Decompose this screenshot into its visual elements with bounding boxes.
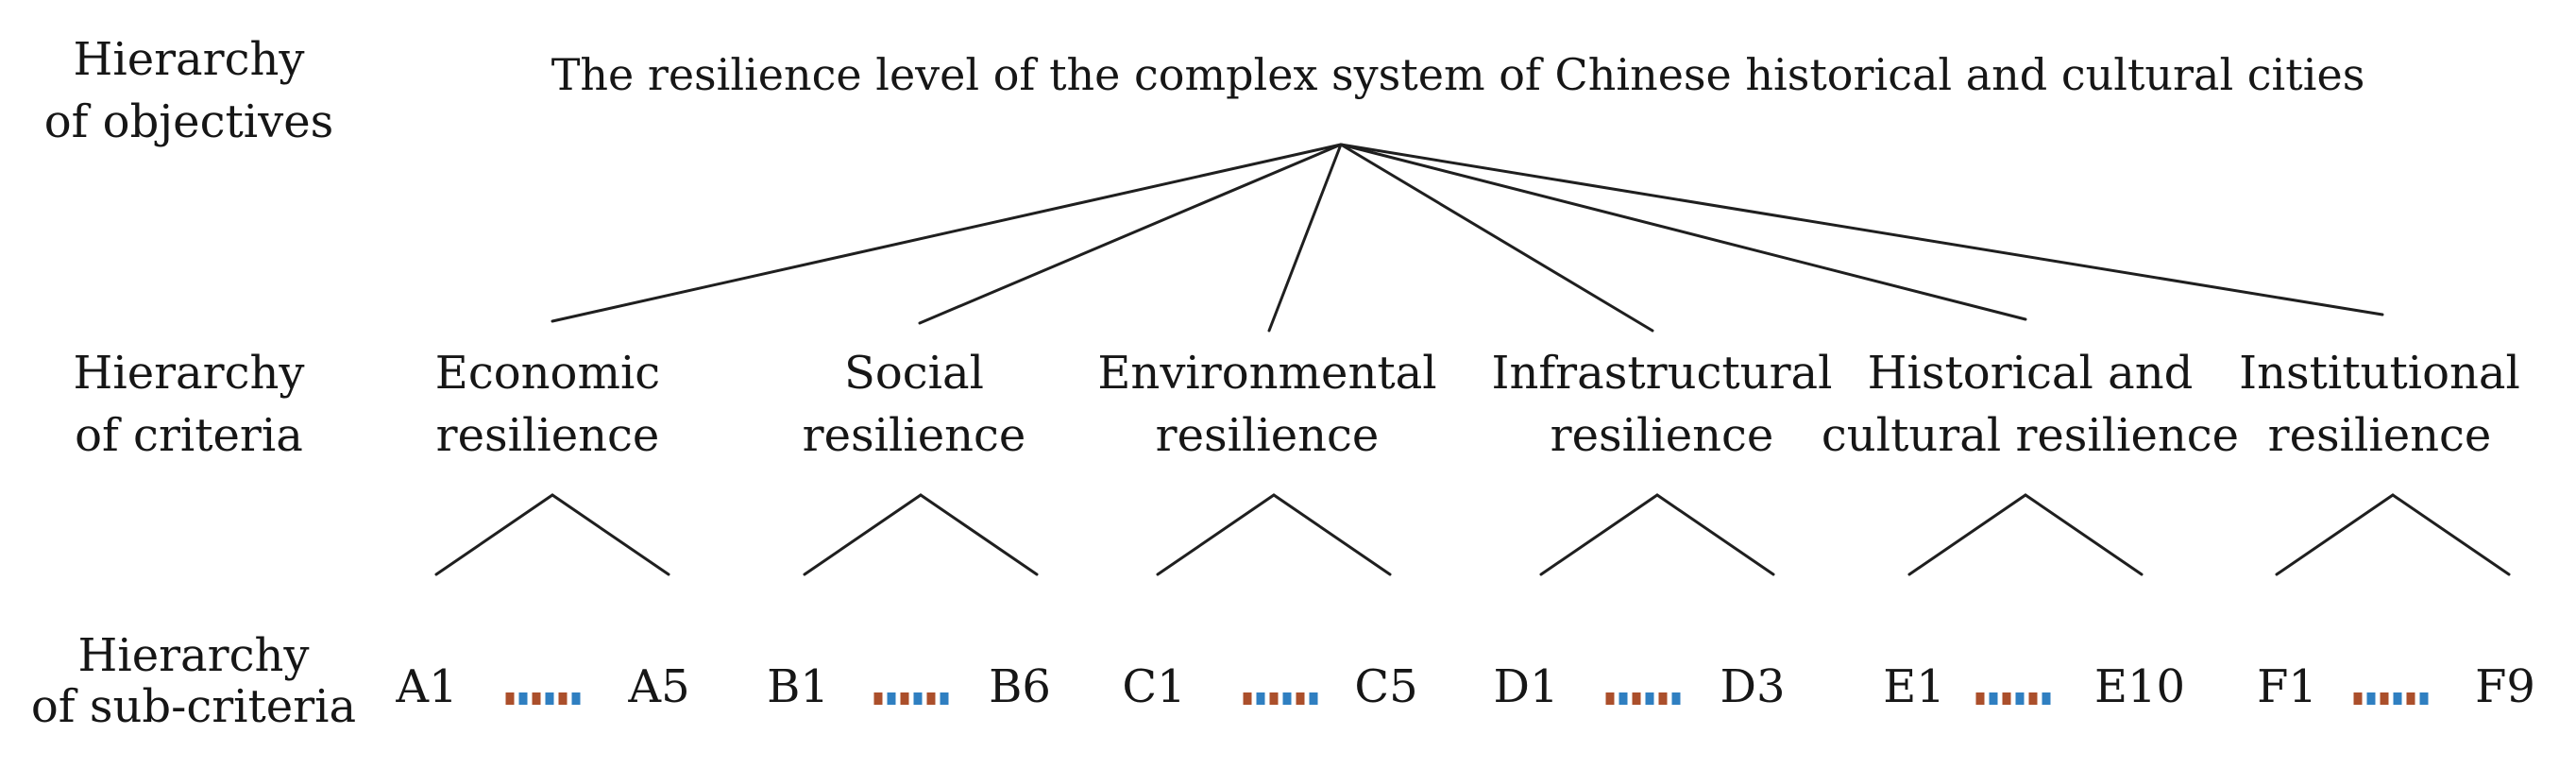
row-label-objectives-line1: Hierarchy — [73, 33, 305, 86]
subcriteria-last-e: E10 — [2093, 660, 2186, 713]
row-label-objectives-line2: of objectives — [43, 95, 334, 148]
criterion-label-line2: resilience — [1550, 409, 1774, 462]
subcriteria-last-a: A5 — [628, 660, 690, 713]
subcriteria-last-d: D3 — [1720, 660, 1786, 713]
criterion-label-line2: cultural resilience — [1821, 409, 2240, 462]
row-label-sub-criteria-line2: of sub-criteria — [30, 680, 357, 733]
row-label-criteria-line2: of criteria — [75, 409, 303, 462]
criterion-social: Social resilience — [803, 342, 1026, 467]
criterion-label-line1: Historical and — [1867, 347, 2194, 400]
ellipsis-dots-a — [505, 692, 581, 705]
criterion-label-line2: resilience — [435, 409, 660, 462]
chevron-social — [803, 493, 1039, 576]
ellipsis-dots-e — [1975, 692, 2051, 705]
criterion-label-line2: resilience — [802, 409, 1026, 462]
row-label-sub-criteria-line1: Hierarchy — [77, 629, 310, 682]
criterion-infrastructural: Infrastructural resilience — [1492, 342, 1833, 467]
chevron-infrastructural — [1539, 493, 1775, 576]
criterion-label-line1: Economic — [434, 347, 661, 400]
row-label-sub-criteria: Hierarchy of sub-criteria — [31, 630, 356, 732]
criterion-historical-cultural: Historical and cultural resilience — [1822, 342, 2239, 467]
criterion-label-line2: resilience — [2267, 409, 2492, 462]
fan-line-social — [918, 143, 1343, 325]
criterion-label-line1: Social — [844, 347, 984, 400]
criterion-label-line1: Environmental — [1097, 347, 1437, 400]
chevron-historical — [1907, 493, 2144, 576]
criterion-environmental: Environmental resilience — [1097, 342, 1436, 467]
ellipsis-dots-b — [873, 692, 949, 705]
subcriteria-first-c: C1 — [1122, 660, 1186, 713]
fan-line-institutional — [1339, 143, 2384, 316]
subcriteria-last-c: C5 — [1354, 660, 1418, 713]
objective-title: The resilience level of the complex syst… — [551, 49, 2365, 100]
chevron-economic — [434, 493, 670, 576]
chevron-environmental — [1156, 493, 1392, 576]
ellipsis-dots-d — [1605, 692, 1681, 705]
ellipsis-dots-f — [2353, 692, 2429, 705]
criterion-institutional: Institutional resilience — [2239, 342, 2520, 467]
fan-line-environmental — [1267, 143, 1343, 333]
criterion-label-line1: Infrastructural — [1491, 347, 1833, 400]
chevron-institutional — [2275, 493, 2511, 576]
subcriteria-first-a: A1 — [396, 660, 458, 713]
criterion-economic: Economic resilience — [435, 342, 660, 467]
fan-line-economic — [551, 143, 1343, 323]
row-label-objectives: Hierarchy of objectives — [44, 28, 334, 153]
fan-line-historical — [1339, 143, 2027, 321]
fan-line-infrastructural — [1339, 143, 1654, 333]
row-label-criteria: Hierarchy of criteria — [73, 342, 304, 467]
criterion-label-line2: resilience — [1155, 409, 1380, 462]
subcriteria-first-d: D1 — [1493, 660, 1559, 713]
subcriteria-first-f: F1 — [2257, 660, 2317, 713]
row-label-criteria-line1: Hierarchy — [73, 347, 305, 400]
ellipsis-dots-c — [1243, 692, 1318, 705]
subcriteria-first-e: E1 — [1883, 660, 1945, 713]
subcriteria-first-b: B1 — [767, 660, 829, 713]
subcriteria-last-b: B6 — [989, 660, 1051, 713]
subcriteria-last-f: F9 — [2475, 660, 2535, 713]
criterion-label-line1: Institutional — [2239, 347, 2520, 400]
